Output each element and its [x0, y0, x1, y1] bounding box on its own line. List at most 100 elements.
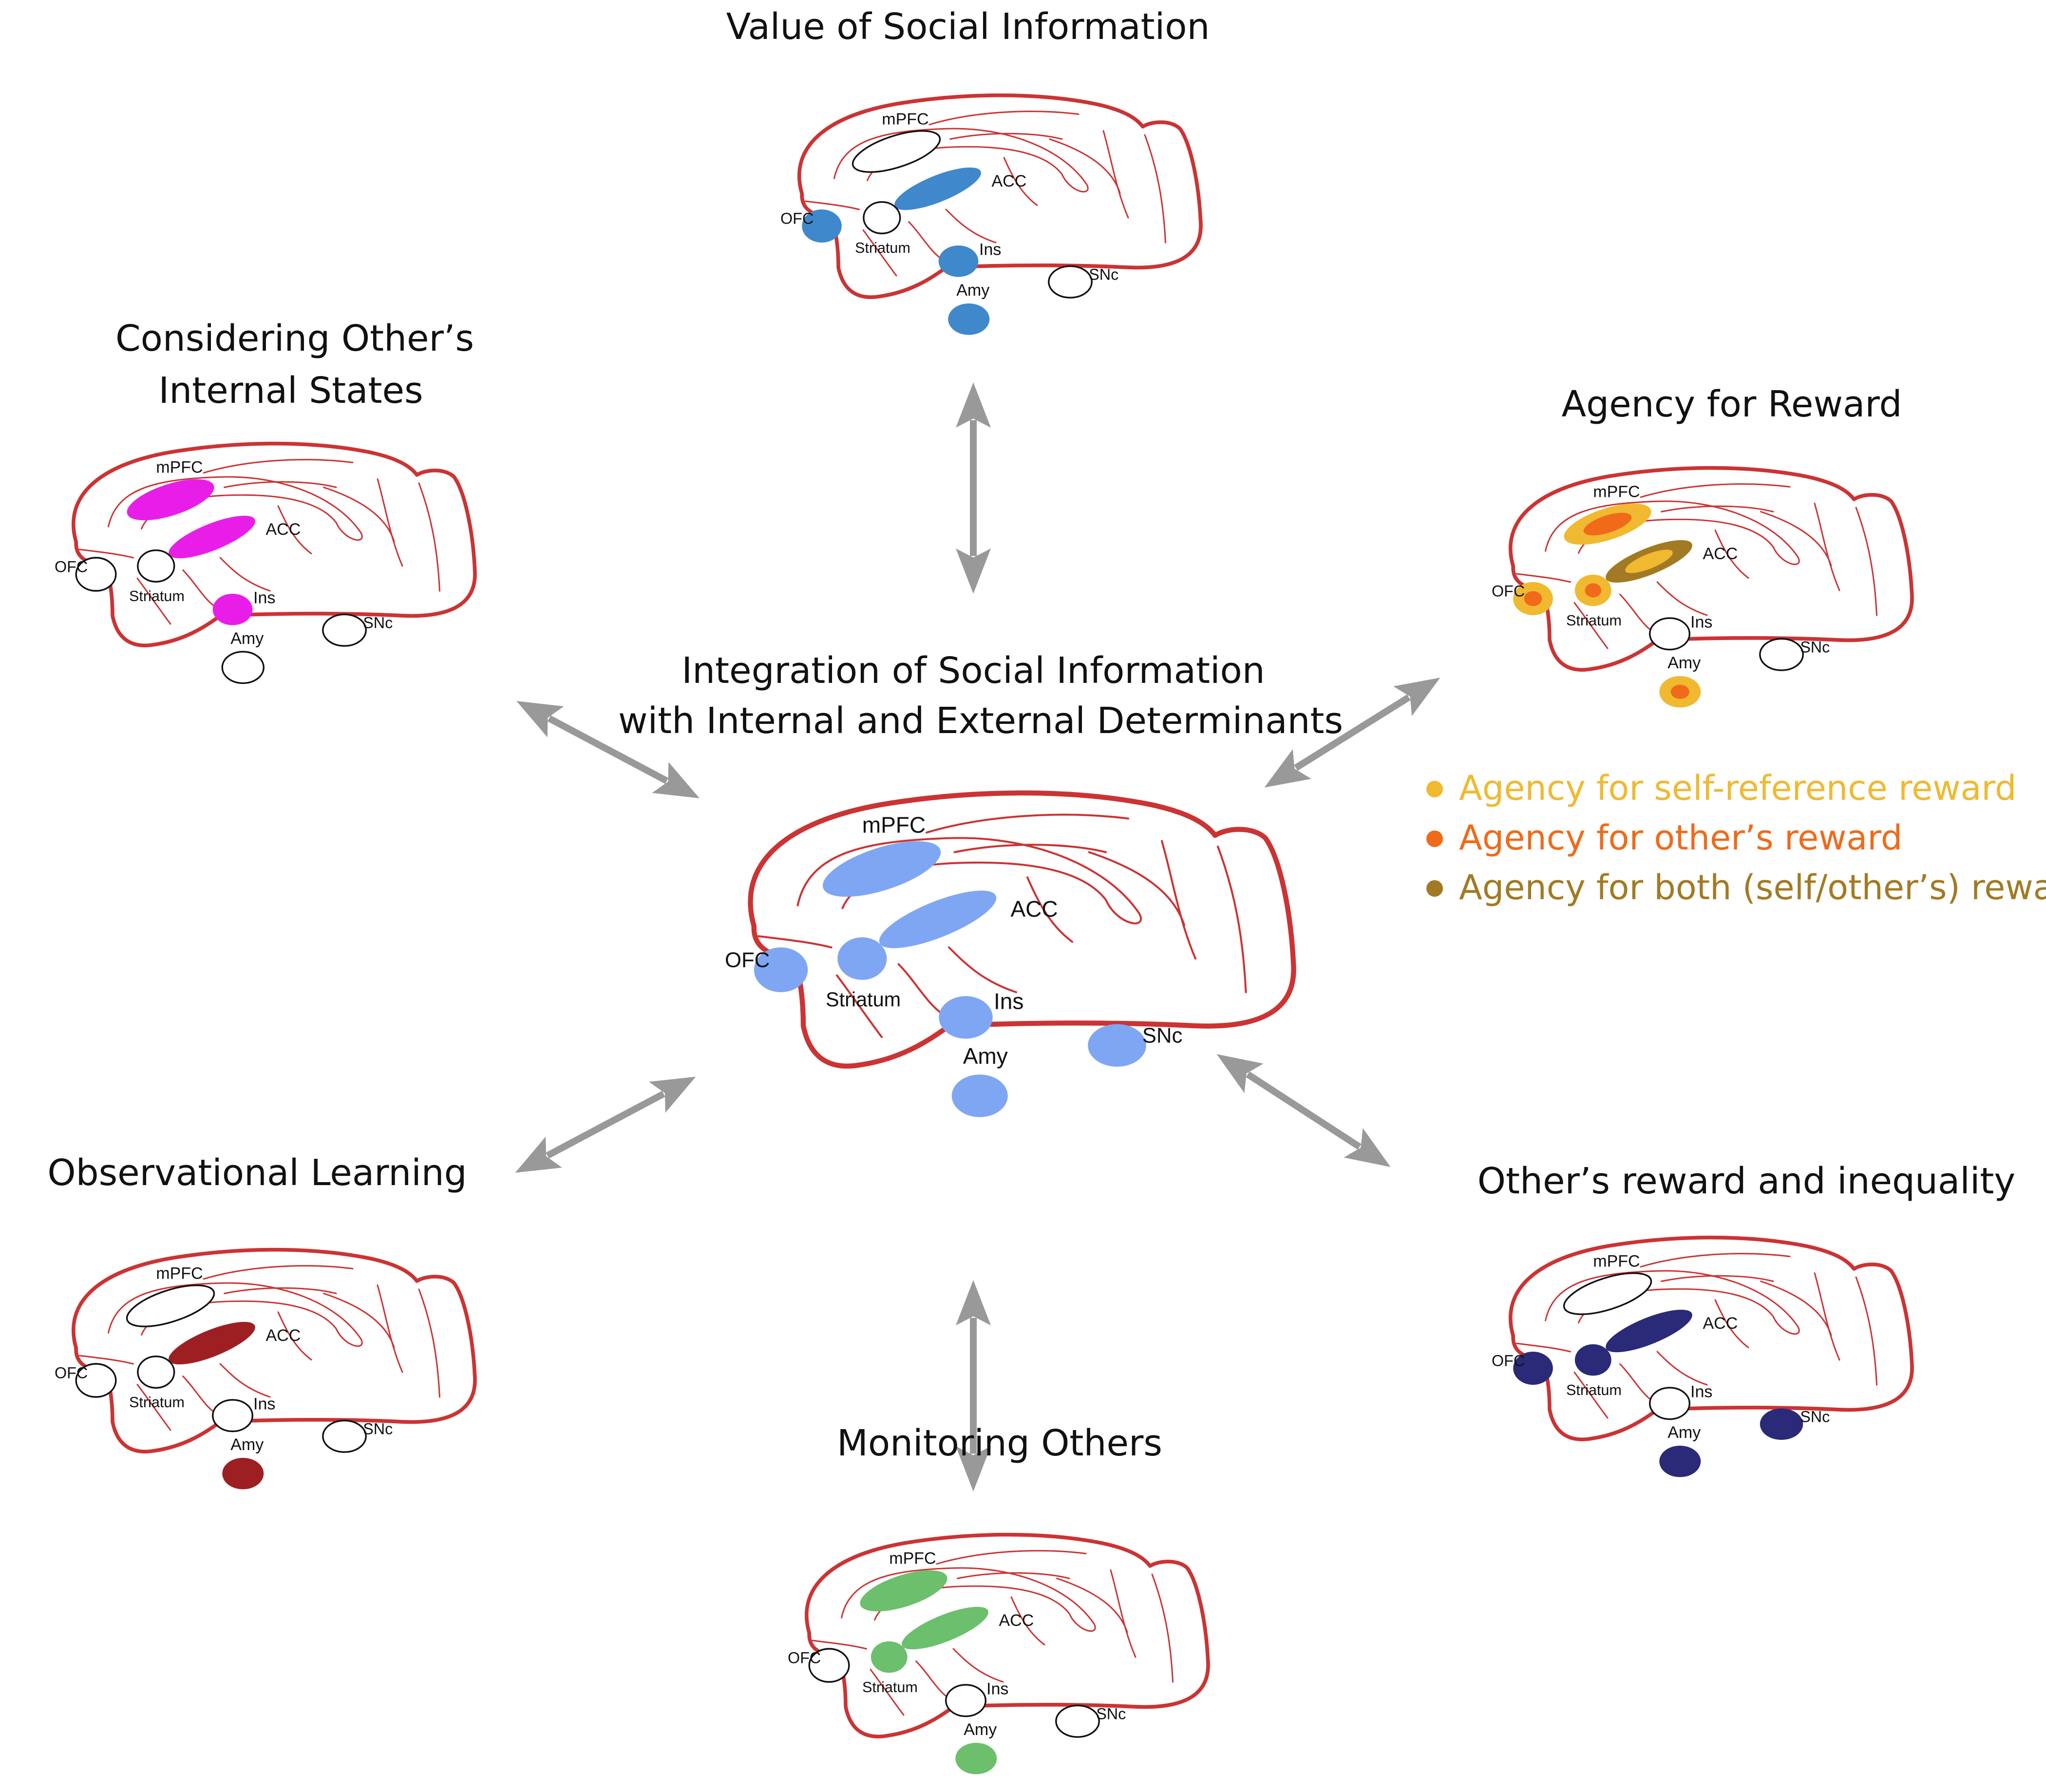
- region-snc: [1088, 1024, 1146, 1067]
- region-ins: [938, 245, 979, 277]
- region-acc: [902, 1606, 988, 1650]
- region-striatum: [137, 549, 175, 583]
- title-monitoring: Monitoring Others: [837, 1422, 1162, 1464]
- title-observational: Observational Learning: [47, 1152, 467, 1194]
- region-label-acc: ACC: [1703, 545, 1738, 563]
- central-title-line2: with Internal and External Determinants: [618, 700, 1343, 742]
- region-acc: [1606, 1309, 1692, 1353]
- region-label-mpfc: mPFC: [156, 1264, 203, 1283]
- region-ins: [212, 593, 253, 625]
- region-snc: [1048, 265, 1093, 299]
- region-ins: [212, 1399, 254, 1433]
- region-amy: [221, 651, 265, 684]
- region-snc: [322, 1419, 367, 1453]
- region-label-snc: SNc: [1089, 266, 1118, 283]
- arrow-value: [956, 382, 991, 594]
- region-label-acc: ACC: [265, 1326, 301, 1345]
- region-label-amy: Amy: [230, 629, 264, 648]
- region-label-amy: Amy: [1667, 654, 1701, 672]
- region-striatum-inner: [1585, 583, 1602, 598]
- region-mpfc: [852, 130, 941, 173]
- central-title-line1: Integration of Social Information: [682, 650, 1265, 692]
- region-label-snc: SNc: [1142, 1024, 1183, 1048]
- region-label-striatum: Striatum: [826, 988, 901, 1011]
- legend-label: Agency for other’s reward: [1459, 818, 1902, 858]
- region-mpfc: [1563, 1272, 1652, 1315]
- region-label-mpfc: mPFC: [1593, 483, 1640, 501]
- region-label-snc: SNc: [1800, 639, 1830, 656]
- region-ins: [1649, 617, 1691, 651]
- region-label-acc: ACC: [1011, 896, 1058, 922]
- region-label-striatum: Striatum: [129, 1394, 185, 1411]
- region-ins: [1649, 1387, 1691, 1420]
- region-mpfc: [126, 1284, 215, 1327]
- region-label-mpfc: mPFC: [862, 812, 926, 837]
- region-label-striatum: Striatum: [862, 1679, 918, 1696]
- region-label-ins: Ins: [994, 989, 1023, 1014]
- region-label-ofc: OFC: [55, 1364, 88, 1382]
- region-striatum: [871, 1641, 908, 1673]
- region-acc-inner: [1625, 549, 1673, 573]
- region-snc: [1759, 638, 1804, 671]
- region-label-acc: ACC: [265, 520, 301, 539]
- region-label-ofc: OFC: [725, 948, 770, 972]
- region-mpfc: [127, 479, 214, 521]
- region-label-amy: Amy: [963, 1043, 1008, 1069]
- region-label-ofc: OFC: [1492, 583, 1525, 600]
- region-label-ins: Ins: [253, 1395, 275, 1414]
- title-considering-line1: Considering Other’s: [115, 318, 474, 359]
- region-amy: [955, 1742, 997, 1774]
- region-label-acc: ACC: [992, 172, 1027, 190]
- region-label-striatum: Striatum: [1566, 1382, 1622, 1398]
- region-label-ins: Ins: [986, 1680, 1008, 1698]
- region-label-ofc: OFC: [780, 210, 814, 227]
- region-label-mpfc: mPFC: [156, 458, 203, 477]
- region-label-amy: Amy: [956, 281, 989, 300]
- region-ofc-inner: [1524, 591, 1542, 606]
- region-label-ins: Ins: [1690, 1383, 1712, 1401]
- region-ofc: [754, 947, 808, 992]
- region-label-ins: Ins: [253, 589, 275, 607]
- region-acc: [169, 1321, 255, 1365]
- region-mpfc-inner: [1583, 512, 1632, 536]
- region-label-striatum: Striatum: [129, 588, 185, 604]
- region-striatum: [863, 201, 901, 235]
- region-amy: [948, 303, 990, 335]
- legend-dot: [1426, 781, 1443, 797]
- region-striatum: [837, 937, 887, 980]
- region-label-ofc: OFC: [55, 558, 88, 576]
- region-mpfc: [860, 1570, 947, 1612]
- region-ofc: [808, 1648, 850, 1683]
- title-considering-line2: Internal States: [158, 370, 423, 412]
- region-ins: [939, 996, 993, 1039]
- region-label-amy: Amy: [1667, 1423, 1701, 1442]
- region-ins: [945, 1684, 987, 1717]
- arrow-inequality: [1207, 1039, 1400, 1182]
- region-ofc: [802, 209, 842, 243]
- title-inequality: Other’s reward and inequality: [1478, 1160, 2015, 1202]
- legend-label: Agency for both (self/other’s) reward: [1459, 868, 2046, 907]
- region-acc: [879, 890, 997, 948]
- region-label-mpfc: mPFC: [889, 1549, 936, 1568]
- region-mpfc: [822, 841, 941, 897]
- region-amy: [222, 1457, 264, 1490]
- region-label-ins: Ins: [1690, 613, 1712, 632]
- region-label-mpfc: mPFC: [1593, 1252, 1640, 1271]
- region-acc: [169, 515, 255, 559]
- region-snc: [1055, 1704, 1100, 1738]
- region-label-snc: SNc: [1096, 1705, 1126, 1723]
- region-label-amy: Amy: [964, 1720, 997, 1739]
- region-amy: [1659, 1445, 1701, 1477]
- region-snc: [322, 613, 367, 647]
- region-label-amy: Amy: [230, 1435, 264, 1454]
- region-striatum: [1574, 1344, 1611, 1376]
- legend-dot: [1426, 830, 1443, 847]
